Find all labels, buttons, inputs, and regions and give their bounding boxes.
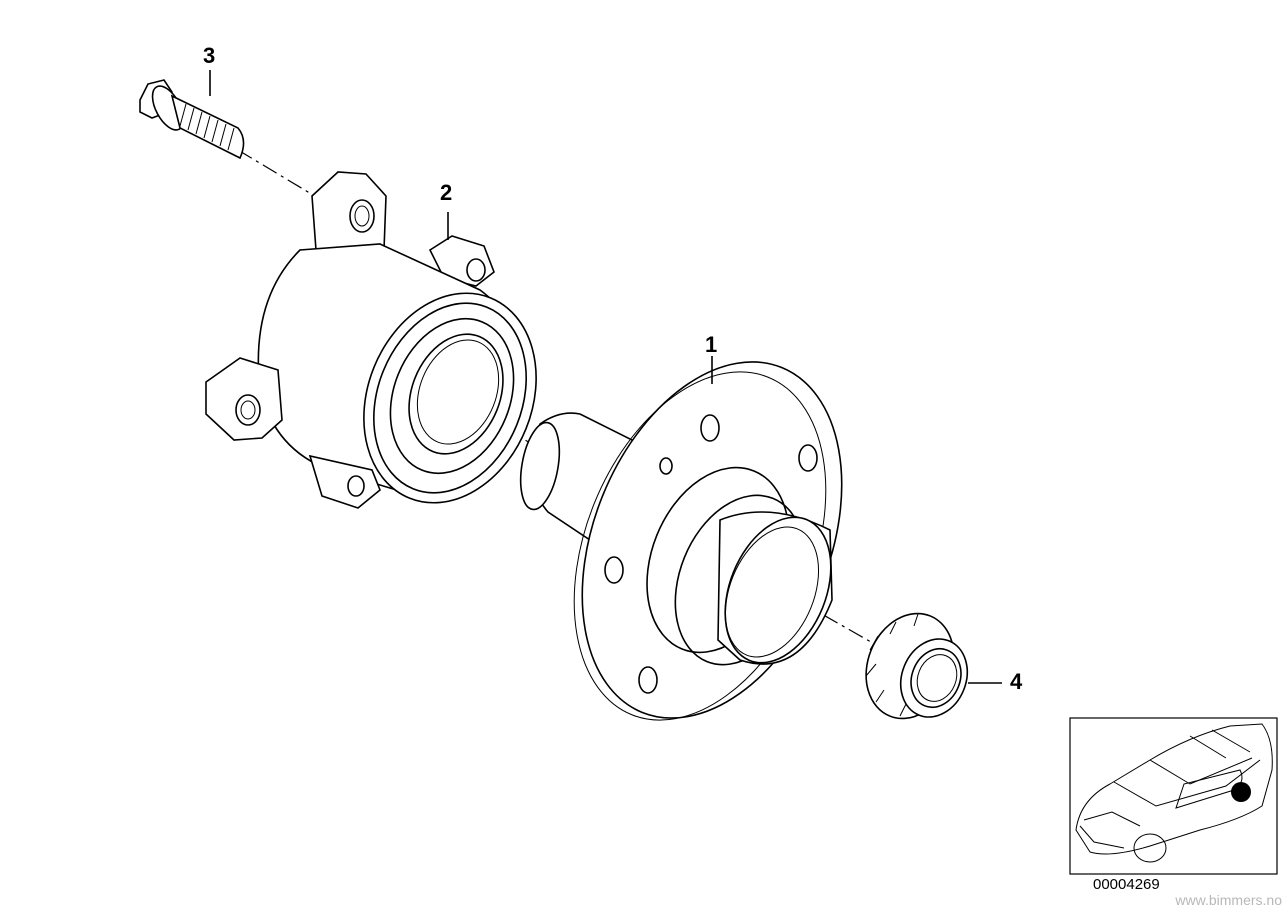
vehicle-location-inset [1069,717,1278,875]
axis-line-bolt [237,149,319,199]
diagram-number: 00004269 [1093,876,1160,893]
callout-part-1: 1 [705,332,718,357]
callout-part-4: 4 [1010,669,1023,694]
callout-part-2: 2 [440,180,453,205]
watermark: www.bimmers.no [1175,892,1282,908]
location-marker-icon [1231,782,1251,802]
collar-nut-part-4[interactable] [851,600,1002,732]
bolt-part-3[interactable] [139,70,245,160]
axis-line-nut [747,571,886,651]
bearing-housing-part-2[interactable] [205,171,566,529]
wheel-hub-part-1[interactable] [515,323,891,757]
callout-part-3: 3 [203,43,216,68]
